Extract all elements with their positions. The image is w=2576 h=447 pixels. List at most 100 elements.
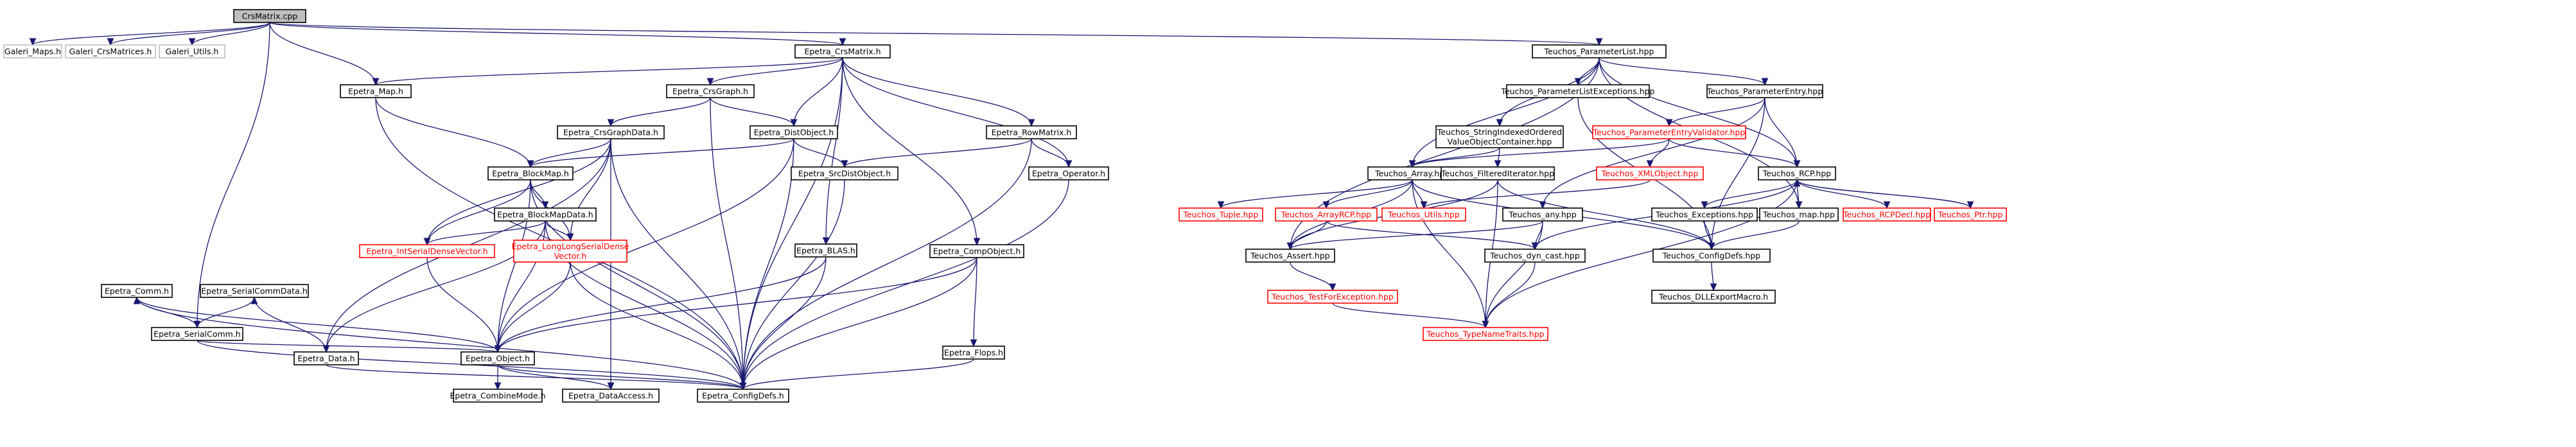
node-label: Teuchos_map.hpp xyxy=(1762,210,1835,220)
node-epetra-combinemode-h[interactable]: Epetra_CombineMode.h xyxy=(450,389,546,403)
node-epetra-crsgraph-h[interactable]: Epetra_CrsGraph.h xyxy=(666,84,755,98)
edge-teuchos-rcp-hpp-to-teuchos-map-hpp xyxy=(1797,179,1799,208)
node-label: Epetra_CrsGraphData.h xyxy=(563,128,658,137)
node-epetra-compobject-h[interactable]: Epetra_CompObject.h xyxy=(929,244,1024,258)
node-label: Teuchos_StringIndexedOrdered xyxy=(1437,127,1562,137)
edge-epetra-blockmap-h-to-epetra-intserialdensevector-h xyxy=(427,179,531,245)
node-epetra-flops-h[interactable]: Epetra_Flops.h xyxy=(942,346,1005,360)
node-teuchos-any-hpp[interactable]: Teuchos_any.hpp xyxy=(1502,207,1583,222)
edge-epetra-distobject-h-to-epetra-configdefs-h xyxy=(743,138,794,389)
node-label: Teuchos_ConfigDefs.hpp xyxy=(1662,251,1760,261)
edges-layer xyxy=(33,22,1970,389)
node-epetra-comm-h[interactable]: Epetra_Comm.h xyxy=(101,284,173,298)
node-box xyxy=(1423,327,1548,341)
node-box xyxy=(1245,249,1335,263)
edge-teuchos-parameterentry-hpp-to-teuchos-configdefs-hpp xyxy=(1712,97,1766,249)
node-epetra-distobject-h[interactable]: Epetra_DistObject.h xyxy=(749,125,838,139)
node-teuchos-typenametraits-hpp[interactable]: Teuchos_TypeNameTraits.hpp xyxy=(1423,327,1548,341)
edge-crsmatrix-cpp-to-galeri-crsmatrices-h xyxy=(110,22,270,45)
node-epetra-operator-h[interactable]: Epetra_Operator.h xyxy=(1028,166,1109,180)
node-teuchos-map-hpp[interactable]: Teuchos_map.hpp xyxy=(1759,207,1839,222)
node-epetra-map-h[interactable]: Epetra_Map.h xyxy=(340,84,412,98)
node-teuchos-utils-hpp[interactable]: Teuchos_Utils.hpp xyxy=(1381,207,1466,222)
node-box xyxy=(749,125,838,139)
node-epetra-dataaccess-h[interactable]: Epetra_DataAccess.h xyxy=(562,389,660,403)
edge-teuchos-dyn-cast-hpp-to-teuchos-typenametraits-hpp xyxy=(1485,261,1536,328)
node-epetra-srcdistobject-h[interactable]: Epetra_SrcDistObject.h xyxy=(791,166,898,180)
edge-epetra-longlongserialdense-vector-h-to-epetra-configdefs-h xyxy=(570,261,743,389)
node-box xyxy=(1178,207,1263,222)
node-teuchos-parameterentryvalidator-hpp[interactable]: Teuchos_ParameterEntryValidator.hpp xyxy=(1592,125,1746,139)
node-epetra-crsgraphdata-h[interactable]: Epetra_CrsGraphData.h xyxy=(557,125,665,139)
node-label: Teuchos_TypeNameTraits.hpp xyxy=(1426,329,1544,339)
node-teuchos-testforexception-hpp[interactable]: Teuchos_TestForException.hpp xyxy=(1267,290,1398,304)
node-label: Teuchos_Assert.hpp xyxy=(1250,251,1329,261)
edge-teuchos-parameterentry-hpp-to-teuchos-parameterentryvalidator-hpp xyxy=(1669,97,1766,126)
node-epetra-serialcomm-h[interactable]: Epetra_SerialComm.h xyxy=(151,327,243,341)
node-epetra-blas-h[interactable]: Epetra_BLAS.h xyxy=(794,243,857,258)
node-box xyxy=(494,207,597,222)
edge-epetra-comm-h-to-epetra-configdefs-h xyxy=(136,297,743,389)
node-label: Teuchos_Array.hpp xyxy=(1374,169,1450,179)
node-box xyxy=(101,284,173,298)
node-epetra-configdefs-h[interactable]: Epetra_ConfigDefs.h xyxy=(697,389,789,403)
edge-epetra-data-h-to-epetra-configdefs-h xyxy=(326,364,743,389)
edge-teuchos-ptr-hpp-to-teuchos-rcp-hpp xyxy=(1797,180,1971,209)
node-galeri-maps-h: Galeri_Maps.h xyxy=(3,44,62,58)
node-teuchos-configdefs-hpp[interactable]: Teuchos_ConfigDefs.hpp xyxy=(1652,249,1771,263)
edge-epetra-object-h-to-epetra-dataaccess-h xyxy=(497,364,611,389)
node-teuchos-arrayrcp-hpp[interactable]: Teuchos_ArrayRCP.hpp xyxy=(1275,207,1378,222)
edge-epetra-crsgraph-h-to-epetra-crsgraphdata-h xyxy=(611,97,711,126)
node-epetra-rowmatrix-h[interactable]: Epetra_RowMatrix.h xyxy=(986,125,1077,139)
node-teuchos-rcp-hpp[interactable]: Teuchos_RCP.hpp xyxy=(1758,166,1836,180)
node-epetra-object-h[interactable]: Epetra_Object.h xyxy=(460,351,535,365)
node-epetra-intserialdensevector-h[interactable]: Epetra_IntSerialDenseVector.h xyxy=(359,244,495,258)
edge-teuchos-map-hpp-to-teuchos-configdefs-hpp xyxy=(1712,220,1800,249)
node-box xyxy=(151,327,243,341)
node-epetra-blockmap-h[interactable]: Epetra_BlockMap.h xyxy=(487,166,574,180)
node-box xyxy=(1759,207,1839,222)
node-box xyxy=(794,44,891,58)
node-teuchos-parameterentry-hpp[interactable]: Teuchos_ParameterEntry.hpp xyxy=(1706,84,1823,98)
node-label: Epetra_SerialComm.h xyxy=(153,329,240,339)
edge-teuchos-assert-hpp-to-teuchos-testforexception-hpp xyxy=(1290,261,1333,290)
edge-teuchos-rcp-hpp-to-teuchos-typenametraits-hpp xyxy=(1485,179,1798,328)
edge-teuchos-any-hpp-to-teuchos-typenametraits-hpp xyxy=(1485,220,1543,328)
node-epetra-blockmapdata-h[interactable]: Epetra_BlockMapData.h xyxy=(494,207,597,222)
node-epetra-serialcommdata-h[interactable]: Epetra_SerialCommData.h xyxy=(200,284,309,298)
node-label: Teuchos_RCPDecl.hpp xyxy=(1843,210,1931,220)
node-teuchos-parameterlistexceptions-hpp[interactable]: Teuchos_ParameterListExceptions.hpp xyxy=(1500,84,1655,98)
node-box xyxy=(1758,166,1836,180)
edge-crsmatrix-cpp-to-galeri-maps-h xyxy=(33,22,270,45)
edge-epetra-compobject-h-to-epetra-flops-h xyxy=(974,257,977,346)
node-label: Epetra_Flops.h xyxy=(944,348,1003,358)
node-teuchos-stringindexedordered-valueobjectcontainer-hpp[interactable]: Teuchos_StringIndexedOrderedValueObjectC… xyxy=(1435,125,1564,148)
node-box xyxy=(666,84,755,98)
edge-epetra-flops-h-to-epetra-configdefs-h xyxy=(743,358,974,389)
node-teuchos-dyn-cast-hpp[interactable]: Teuchos_dyn_cast.hpp xyxy=(1484,249,1586,263)
edge-epetra-blas-h-to-epetra-object-h xyxy=(498,256,827,352)
node-teuchos-tuple-hpp[interactable]: Teuchos_Tuple.hpp xyxy=(1178,207,1263,222)
node-epetra-data-h[interactable]: Epetra_Data.h xyxy=(294,351,359,365)
node-teuchos-exceptions-hpp[interactable]: Teuchos_Exceptions.hpp xyxy=(1651,207,1758,222)
node-box xyxy=(1435,125,1564,148)
node-box xyxy=(791,166,898,180)
node-box xyxy=(340,84,412,98)
edge-teuchos-parameterentryvalidator-hpp-to-teuchos-rcp-hpp xyxy=(1669,138,1797,167)
node-epetra-crsmatrix-h[interactable]: Epetra_CrsMatrix.h xyxy=(794,44,891,58)
node-teuchos-assert-hpp[interactable]: Teuchos_Assert.hpp xyxy=(1245,249,1335,263)
node-teuchos-dllexportmacro-h[interactable]: Teuchos_DLLExportMacro.h xyxy=(1651,290,1776,304)
node-teuchos-parameterlist-hpp[interactable]: Teuchos_ParameterList.hpp xyxy=(1532,44,1667,58)
node-teuchos-rcpdecl-hpp[interactable]: Teuchos_RCPDecl.hpp xyxy=(1843,207,1931,222)
node-box xyxy=(986,125,1077,139)
node-label: Teuchos_RCP.hpp xyxy=(1762,169,1832,179)
node-teuchos-filterediterator-hpp[interactable]: Teuchos_FilteredIterator.hpp xyxy=(1441,166,1555,180)
node-teuchos-ptr-hpp[interactable]: Teuchos_Ptr.hpp xyxy=(1934,207,2007,222)
node-teuchos-xmlobject-hpp[interactable]: Teuchos_XMLObject.hpp xyxy=(1596,166,1704,180)
node-teuchos-array-hpp[interactable]: Teuchos_Array.hpp xyxy=(1367,166,1457,180)
edge-teuchos-array-hpp-to-teuchos-tuple-hpp xyxy=(1221,179,1413,208)
node-crsmatrix-cpp[interactable]: CrsMatrix.cpp xyxy=(233,9,306,23)
node-box xyxy=(1506,84,1650,98)
